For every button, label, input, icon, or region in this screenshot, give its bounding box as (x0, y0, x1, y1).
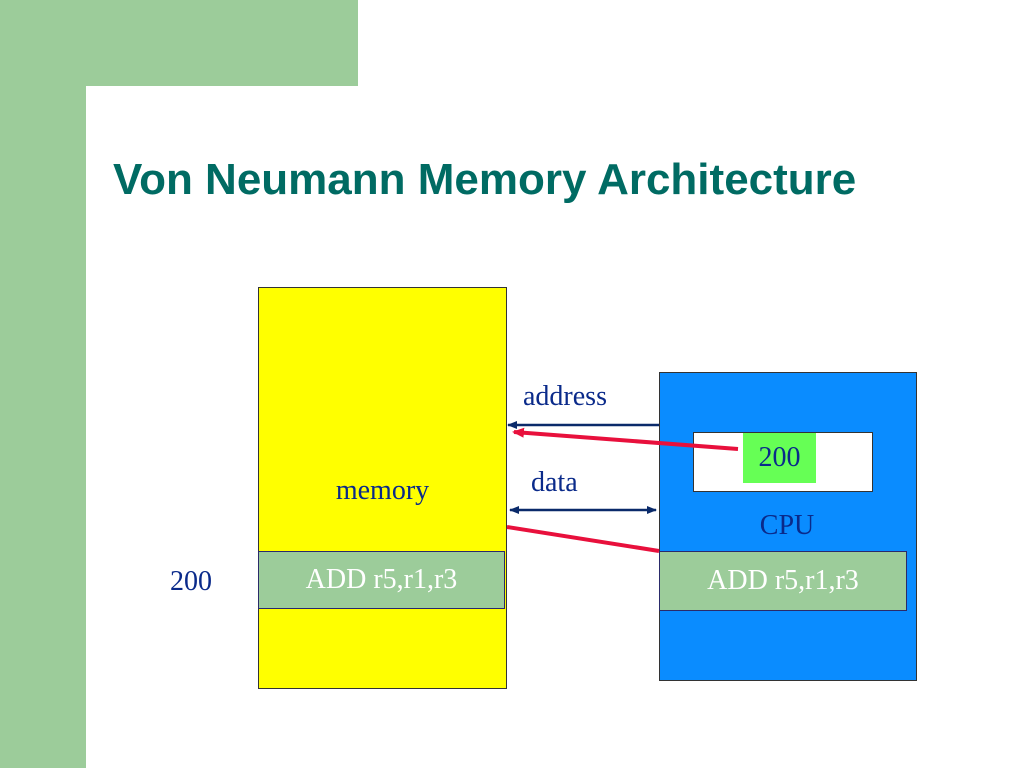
cpu-block (659, 372, 917, 681)
memory-address-label: 200 (170, 566, 212, 597)
background-accent-left (0, 0, 86, 768)
memory-instruction-cell: ADD r5,r1,r3 (258, 551, 505, 609)
data-bus-label: data (531, 467, 578, 498)
memory-label: memory (335, 475, 430, 506)
instruction-register: ADD r5,r1,r3 (659, 551, 907, 611)
cpu-label: CPU (759, 510, 815, 541)
program-counter-value: 200 (743, 433, 816, 483)
memory-block (258, 287, 507, 689)
address-bus-label: address (523, 381, 607, 412)
slide-title: Von Neumann Memory Architecture (113, 155, 857, 204)
